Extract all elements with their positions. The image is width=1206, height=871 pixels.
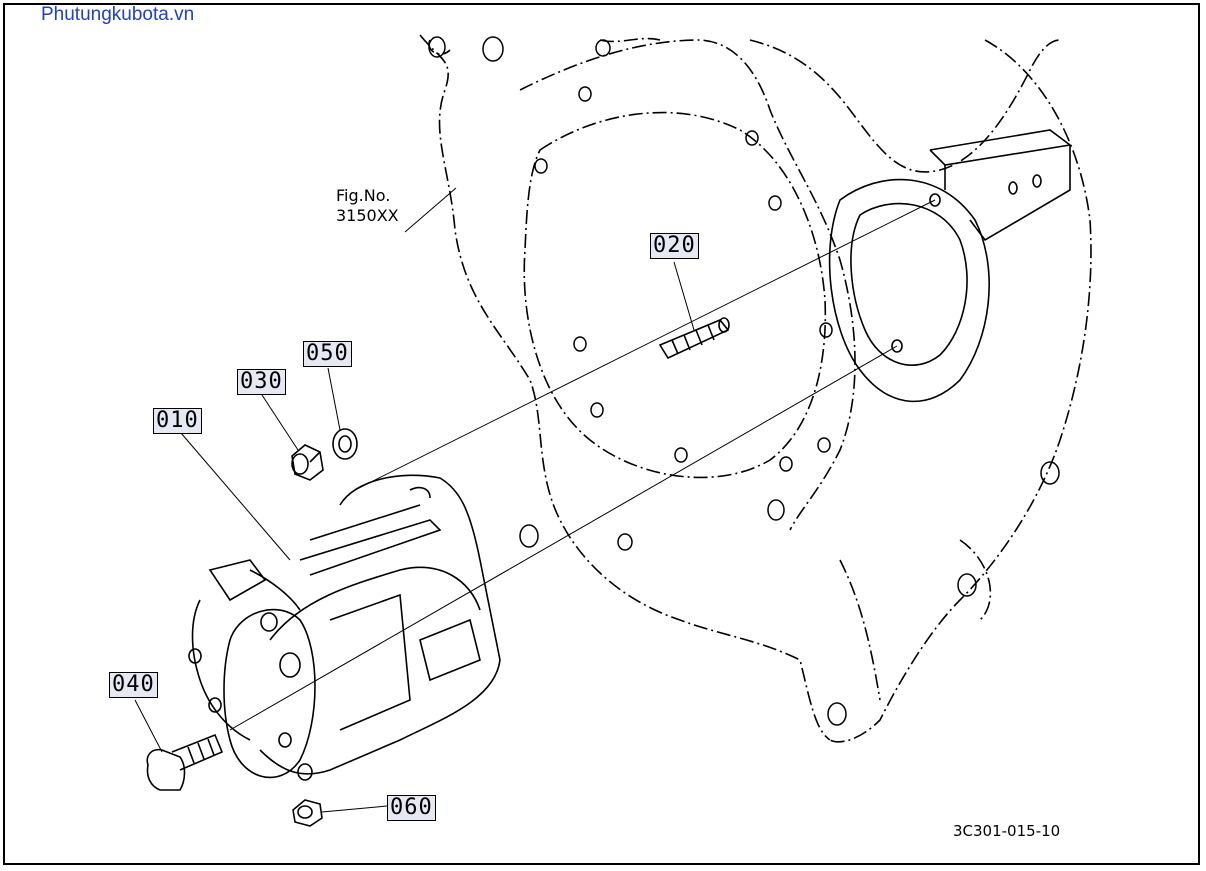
site-watermark-link[interactable]: Phutungkubota.vn: [41, 4, 195, 25]
callout-leader-lines: [134, 187, 695, 813]
callout-050[interactable]: 050: [303, 341, 352, 367]
hex-nut-060: [292, 799, 323, 827]
starter-motor-010: [188, 474, 501, 781]
figure-reference-line2: 3150XX: [336, 206, 399, 225]
hex-nut-030: [291, 444, 324, 481]
stud-bolt-020: [658, 317, 730, 360]
drawing-frame: [3, 3, 1200, 865]
starter-mount-flange: [828, 129, 1071, 403]
callout-010[interactable]: 010: [153, 408, 202, 434]
callout-040[interactable]: 040: [109, 672, 158, 698]
assembly-guide-lines: [229, 199, 936, 731]
hex-bolt-040: [146, 733, 224, 791]
callout-030[interactable]: 030: [237, 369, 286, 395]
flywheel-housing: [419, 34, 1092, 743]
callout-020[interactable]: 020: [650, 233, 699, 259]
washer-050: [332, 428, 358, 460]
drawing-code: 3C301-015-10: [953, 822, 1061, 840]
figure-reference: Fig.No. 3150XX: [336, 186, 399, 226]
housing-bolt-holes: [428, 36, 1060, 726]
callout-060[interactable]: 060: [387, 795, 436, 821]
figure-reference-line1: Fig.No.: [336, 186, 391, 205]
